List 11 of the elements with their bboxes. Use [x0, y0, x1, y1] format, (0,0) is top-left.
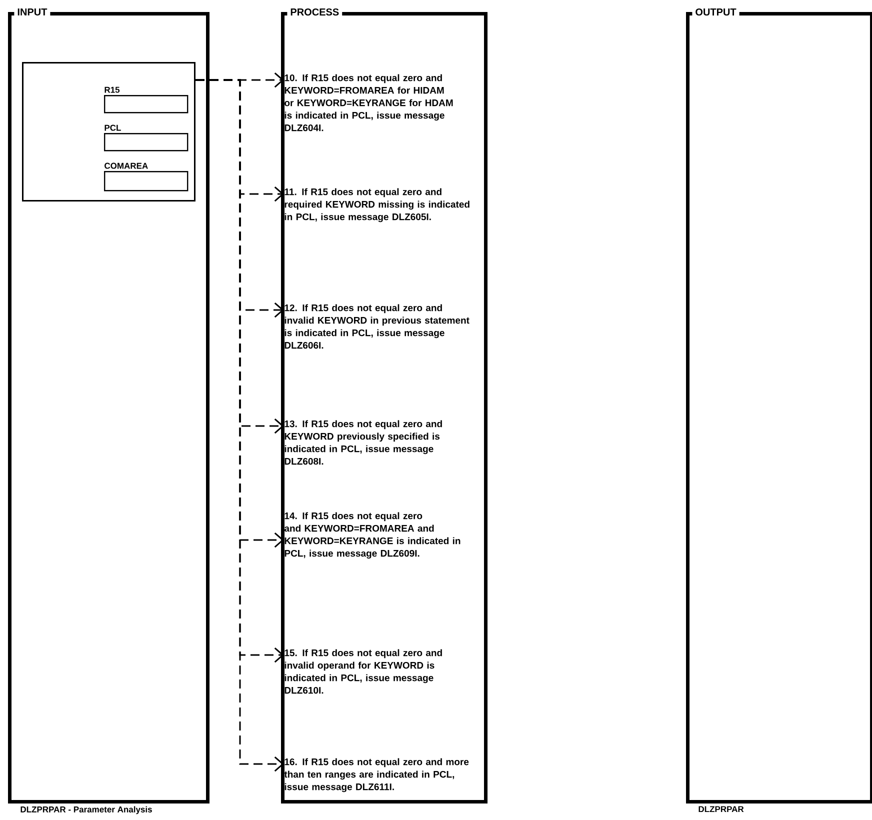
step-text: 11. If R15 does not equal zero and required KEYWORD missing is indicated in PCL, issue message DLZ605I. — [284, 188, 470, 222]
panel-caption: DLZPRPAR - Parameter Analysis — [20, 806, 152, 814]
step-text: 10. If R15 does not equal zero and KEYWORD=FROMAREA for HIDAM or KEYWORD=KEYRANGE for HDAM is indicated in PCL, issue message DLZ604I. — [284, 74, 453, 132]
arrow — [196, 79, 284, 772]
panel-caption: DLZPRPAR — [698, 806, 744, 812]
step-text: 13. If R15 does not equal zero and KEYWORD previously specified is indicated in PCL, issue message DLZ608I. — [284, 420, 442, 465]
step-text: 16. If R15 does not equal zero and more than ten ranges are indicated in PCL, issue message DLZ611I. — [284, 758, 469, 792]
step-text: 12. If R15 does not equal zero and invalid KEYWORD in previous statement is indicated in PCL, issue message DLZ606I. — [284, 304, 470, 349]
step-text: 14. If R15 does not equal zero and KEYWORD=FROMAREA and KEYWORD=KEYRANGE is indicated in PCL, issue message DLZ609I. — [284, 512, 460, 559]
step-text: 15. If R15 does not equal zero and invalid operand for KEYWORD is indicated in PCL, issue message DLZ610I. — [284, 649, 442, 694]
panel-frame: OUTPUT — [686, 7, 872, 804]
